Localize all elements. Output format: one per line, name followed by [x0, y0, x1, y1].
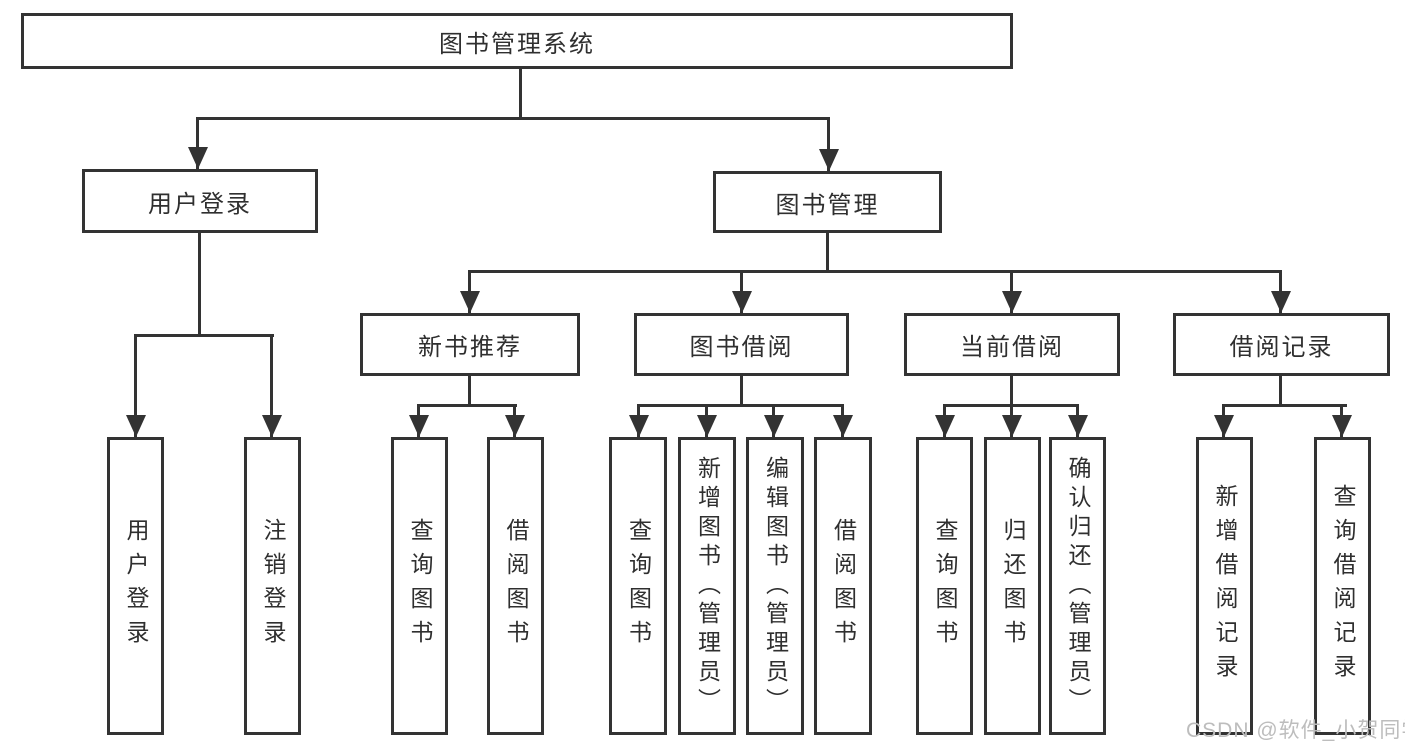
node-leaf-current-return-book-label: 归还图书 [1000, 518, 1026, 654]
arrow-to-user-login [196, 117, 199, 169]
connector-record-hline [1222, 404, 1347, 407]
node-current-borrow: 当前借阅 [904, 313, 1120, 376]
arrow-to-borrow-record [1279, 270, 1282, 313]
node-book-borrow-label: 图书借阅 [689, 334, 794, 361]
connector-current-stub [1010, 376, 1013, 407]
node-leaf-record-query-label: 查询借阅记录 [1330, 484, 1356, 688]
arrow-to-borrow-borrow [841, 404, 844, 437]
arrow-to-borrow-add [705, 404, 708, 437]
node-book-borrow: 图书借阅 [634, 313, 849, 376]
connector-record-stub [1279, 376, 1282, 407]
node-new-book-recommend-label: 新书推荐 [418, 334, 522, 361]
node-leaf-current-confirm-return-admin: 确认归还（管理员） [1049, 437, 1106, 735]
node-leaf-record-add-label: 新增借阅记录 [1212, 484, 1238, 688]
node-current-borrow-label: 当前借阅 [960, 334, 1064, 361]
node-leaf-borrow-borrow-book-label: 借阅图书 [830, 518, 857, 654]
arrow-to-recommend-borrow [513, 404, 516, 437]
arrow-to-recommend-query [417, 404, 420, 437]
node-book-management: 图书管理 [713, 171, 942, 233]
node-leaf-user-login-label: 用户登录 [123, 518, 149, 654]
arrow-to-current-borrow [1010, 270, 1013, 313]
node-leaf-recommend-query-book: 查询图书 [391, 437, 448, 735]
node-leaf-logout-label: 注销登录 [260, 518, 286, 654]
node-leaf-record-add: 新增借阅记录 [1196, 437, 1253, 735]
connector-root-hline [197, 117, 830, 120]
node-borrow-record-label: 借阅记录 [1229, 334, 1334, 361]
connector-borrow-hline [637, 404, 843, 407]
node-leaf-user-login: 用户登录 [107, 437, 164, 735]
connector-recommend-stub [468, 376, 471, 407]
connector-recommend-hline [417, 404, 517, 407]
connector-root-stub [519, 69, 522, 119]
connector-book-mgmt-hline [469, 270, 1282, 273]
node-leaf-borrow-add-book-admin-label: 新增图书（管理员） [694, 455, 721, 717]
arrow-to-current-return [1010, 404, 1013, 437]
node-borrow-record: 借阅记录 [1173, 313, 1390, 376]
arrow-to-borrow-edit [772, 404, 775, 437]
node-leaf-current-query-book: 查询图书 [916, 437, 973, 735]
arrow-to-borrow-query [637, 404, 640, 437]
node-leaf-recommend-borrow-book-label: 借阅图书 [503, 518, 529, 654]
node-leaf-borrow-edit-book-admin: 编辑图书（管理员） [746, 437, 804, 735]
connector-book-mgmt-stub [826, 233, 829, 273]
arrow-to-login-leaf [134, 334, 137, 437]
arrow-to-book-borrow [740, 270, 743, 313]
watermark: CSDN @软件_小贺同学 [1186, 719, 1405, 742]
arrow-to-book-management [827, 117, 830, 171]
node-root-label: 图书管理系统 [439, 30, 595, 58]
node-leaf-current-return-book: 归还图书 [984, 437, 1041, 735]
node-leaf-recommend-query-book-label: 查询图书 [407, 518, 433, 654]
node-leaf-borrow-borrow-book: 借阅图书 [814, 437, 872, 735]
node-user-login-label: 用户登录 [148, 190, 252, 218]
connector-user-login-stub [198, 233, 201, 336]
node-leaf-record-query: 查询借阅记录 [1314, 437, 1371, 735]
node-leaf-current-query-book-label: 查询图书 [932, 518, 958, 654]
arrow-to-current-query [943, 404, 946, 437]
node-user-login: 用户登录 [82, 169, 318, 233]
node-leaf-current-confirm-return-admin-label: 确认归还（管理员） [1065, 455, 1091, 717]
node-leaf-borrow-query-book: 查询图书 [609, 437, 667, 735]
connector-borrow-stub [740, 376, 743, 407]
node-leaf-borrow-add-book-admin: 新增图书（管理员） [678, 437, 736, 735]
arrow-to-logout-leaf [270, 334, 273, 437]
arrow-to-current-confirm [1076, 404, 1079, 437]
arrow-to-record-query [1340, 404, 1343, 437]
connector-user-login-hline [134, 334, 274, 337]
node-new-book-recommend: 新书推荐 [360, 313, 580, 376]
node-leaf-recommend-borrow-book: 借阅图书 [487, 437, 544, 735]
node-leaf-borrow-edit-book-admin-label: 编辑图书（管理员） [762, 455, 789, 717]
node-leaf-borrow-query-book-label: 查询图书 [625, 518, 652, 654]
arrow-to-record-add [1222, 404, 1225, 437]
arrow-to-new-book-recommend [468, 270, 471, 313]
node-book-management-label: 图书管理 [775, 191, 880, 219]
node-root: 图书管理系统 [21, 13, 1013, 69]
node-leaf-logout: 注销登录 [244, 437, 301, 735]
